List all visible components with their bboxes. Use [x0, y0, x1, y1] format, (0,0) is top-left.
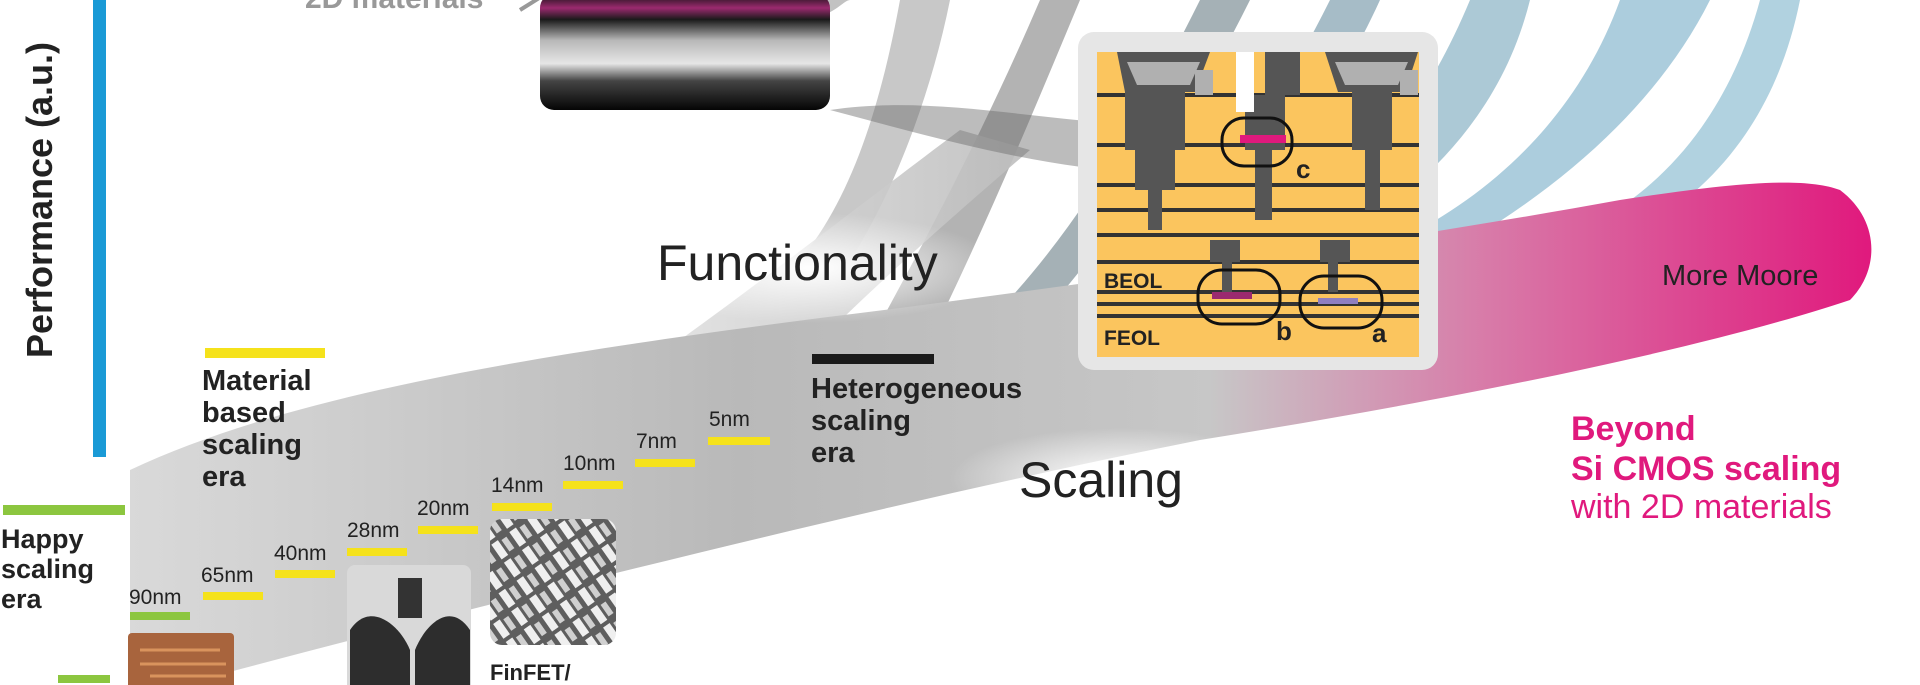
node-label-65nm: 65nm: [201, 564, 254, 587]
material-era-label: Material based scaling era: [202, 365, 320, 493]
node-label-90nm: 90nm: [129, 586, 182, 609]
heterogeneous-era-label: Heterogeneous scaling era: [811, 373, 1030, 469]
chip-label-b: b: [1276, 316, 1292, 346]
beyond-si-cmos-label: Beyond Si CMOS scaling with 2D materials: [1570, 410, 1841, 526]
functionality-label: Functionality: [657, 235, 938, 291]
beyond-line3: with 2D materials: [1570, 488, 1832, 526]
node-marker-7nm: [635, 459, 695, 467]
node-label-28nm: 28nm: [347, 519, 400, 542]
scaling-glow: [950, 428, 1290, 528]
chip-label-c: c: [1296, 154, 1310, 184]
y-axis-label: Performance (a.u.): [19, 42, 60, 358]
material-scaling-era: Material based scaling era: [202, 348, 325, 493]
heterogeneous-scaling-era: Heterogeneous scaling era: [811, 354, 1030, 469]
beyond-line2: Si CMOS scaling: [1571, 450, 1841, 488]
node-marker-14nm: [492, 503, 552, 511]
node-marker-10nm: [563, 481, 623, 489]
micrograph-28nm: [347, 565, 471, 685]
node-marker-20nm: [418, 526, 478, 534]
micrograph-90nm: [128, 633, 234, 685]
node-marker-40nm: [275, 570, 335, 578]
node-label-20nm: 20nm: [417, 497, 470, 520]
material-era-marker: [205, 348, 325, 358]
scaling-label: Scaling: [1019, 452, 1183, 508]
node-label-10nm: 10nm: [563, 452, 616, 475]
node-label-7nm: 7nm: [636, 430, 677, 453]
node-label-40nm: 40nm: [274, 542, 327, 565]
chip-cross-section: c b a BEOL FEOL: [1078, 32, 1438, 370]
happy-scaling-era: Happy scaling era: [1, 505, 125, 683]
beyond-line1: Beyond: [1571, 410, 1696, 448]
chip-label-beol: BEOL: [1104, 270, 1163, 293]
happy-era-marker: [3, 505, 125, 515]
micrograph-finfet: [490, 519, 616, 645]
technology-nodes: 90nm 65nm 40nm 28nm 20nm 14nm 10nm 7nm 5…: [129, 408, 770, 620]
more-moore-label: More Moore: [1662, 260, 1818, 292]
heterogeneous-era-marker: [812, 354, 934, 364]
node-marker-5nm: [708, 437, 770, 445]
happy-era-marker-bottom: [58, 675, 110, 683]
chip-label-feol: FEOL: [1104, 327, 1160, 350]
node-marker-28nm: [347, 548, 407, 556]
top-partial-label: 2D materials: [305, 0, 483, 15]
functionality-glow: [620, 213, 1000, 323]
tem-image: [540, 0, 830, 110]
finfet-label: FinFET/: [490, 660, 571, 685]
chip-label-a: a: [1372, 318, 1387, 348]
happy-era-label: Happy scaling era: [1, 524, 102, 614]
node-label-14nm: 14nm: [491, 474, 544, 497]
y-axis-bar: [93, 0, 106, 457]
node-label-5nm: 5nm: [709, 408, 750, 431]
node-marker-65nm: [203, 592, 263, 600]
node-marker-90nm: [130, 612, 190, 620]
